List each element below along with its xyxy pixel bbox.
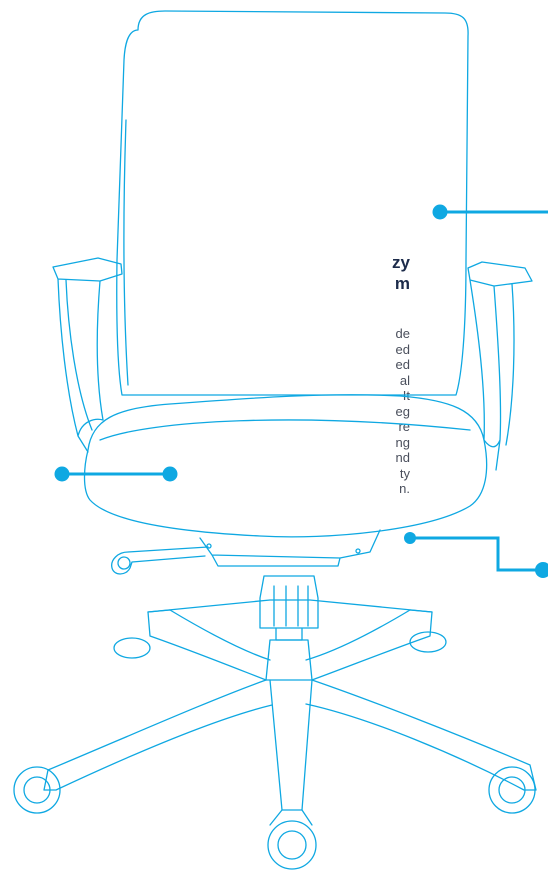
chair-seat (85, 395, 487, 537)
chair-base-back-left-leg (148, 610, 270, 680)
chair-backrest (117, 11, 468, 395)
chair-bolt (356, 549, 360, 553)
chair-left-arm-panel (66, 280, 92, 430)
callout-seat-dot-right[interactable] (163, 467, 178, 482)
chair-lever (112, 547, 208, 574)
chair-base-front-leg (270, 680, 312, 810)
chair-base-back-right-leg (306, 610, 432, 680)
chair-right-arm-panel (506, 284, 514, 445)
chair-hub (266, 640, 312, 680)
chair-base-right-leg (306, 680, 536, 790)
chair-gas-cylinder (260, 576, 318, 640)
chair-base-left-leg (44, 680, 272, 790)
chair-caster-back-right (410, 632, 446, 652)
callout-backrest-dot[interactable] (433, 205, 448, 220)
chair-mechanism (200, 530, 380, 566)
callout-base-line (410, 538, 548, 570)
callout-seat-dot-left[interactable] (55, 467, 70, 482)
chair-left-armrest (53, 258, 122, 452)
chair-base-rim (148, 600, 432, 612)
chair-caster-back-left (114, 638, 150, 658)
chair-outline (14, 11, 536, 869)
chair-backrest-inner (124, 120, 128, 385)
chair-caster-front (268, 810, 316, 869)
callouts (55, 205, 548, 579)
chair-right-armrest (468, 262, 532, 470)
chair-seat-edge (100, 420, 470, 440)
callout-base-dot-start[interactable] (404, 532, 416, 544)
chair-lever-knob (118, 557, 130, 569)
callout-base-dot-end[interactable] (535, 562, 548, 578)
